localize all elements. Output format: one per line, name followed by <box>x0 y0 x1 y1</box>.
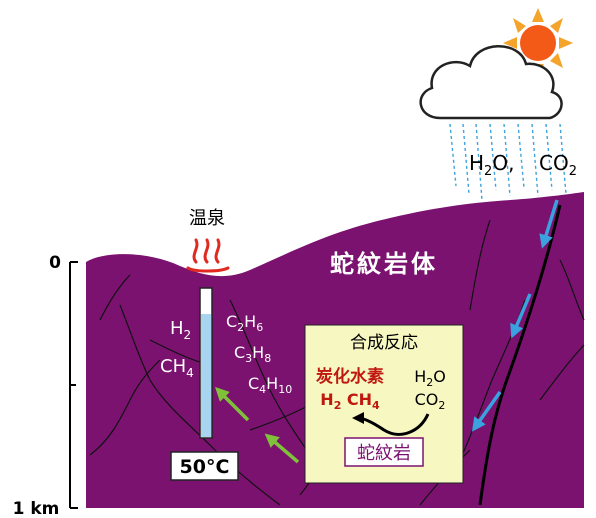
reaction-cycle-arrow <box>352 412 430 436</box>
product-species: H2 CH4 <box>320 390 380 412</box>
rock-body-label: 蛇紋岩体 <box>330 250 438 278</box>
gas-flow-arrows <box>215 387 300 464</box>
temperature-label: 50°C <box>180 456 230 478</box>
svg-text:H2O,: H2O, <box>469 151 514 179</box>
water-flow-arrows <box>471 199 559 432</box>
synthesis-inset: 合成反応 炭化水素 H2 CH4 H2O CO2 蛇紋岩 <box>304 324 464 484</box>
temperature-box <box>170 451 239 481</box>
hot-spring-label: 温泉 <box>189 208 225 229</box>
svg-text:CO2: CO2 <box>539 151 577 179</box>
atmosphere-formula: H2O, CO2 <box>469 151 577 179</box>
serpentinite-label: 蛇紋岩 <box>357 443 411 464</box>
depth-top-label: 0 <box>49 253 61 273</box>
main-fault <box>478 204 562 506</box>
synthesis-title: 合成反応 <box>350 333 418 353</box>
well <box>199 287 213 439</box>
serpentinite-box <box>344 437 424 467</box>
cloud-icon <box>419 45 563 120</box>
input-species-co2: CO2 <box>415 390 446 412</box>
hot-spring-icon <box>186 238 230 273</box>
hydrocarbon-list: C2H6 C3H8 C4H10 <box>226 312 292 396</box>
svg-text:C3H8: C3H8 <box>234 343 271 365</box>
depth-bottom-label: 1 km <box>13 499 60 518</box>
depth-axis <box>69 261 78 509</box>
svg-text:C2H6: C2H6 <box>226 312 263 334</box>
input-species: H2O <box>414 367 446 389</box>
rain-icon <box>449 123 567 201</box>
product-label: 炭化水素 <box>316 366 384 387</box>
svg-text:C4H10: C4H10 <box>248 374 292 396</box>
